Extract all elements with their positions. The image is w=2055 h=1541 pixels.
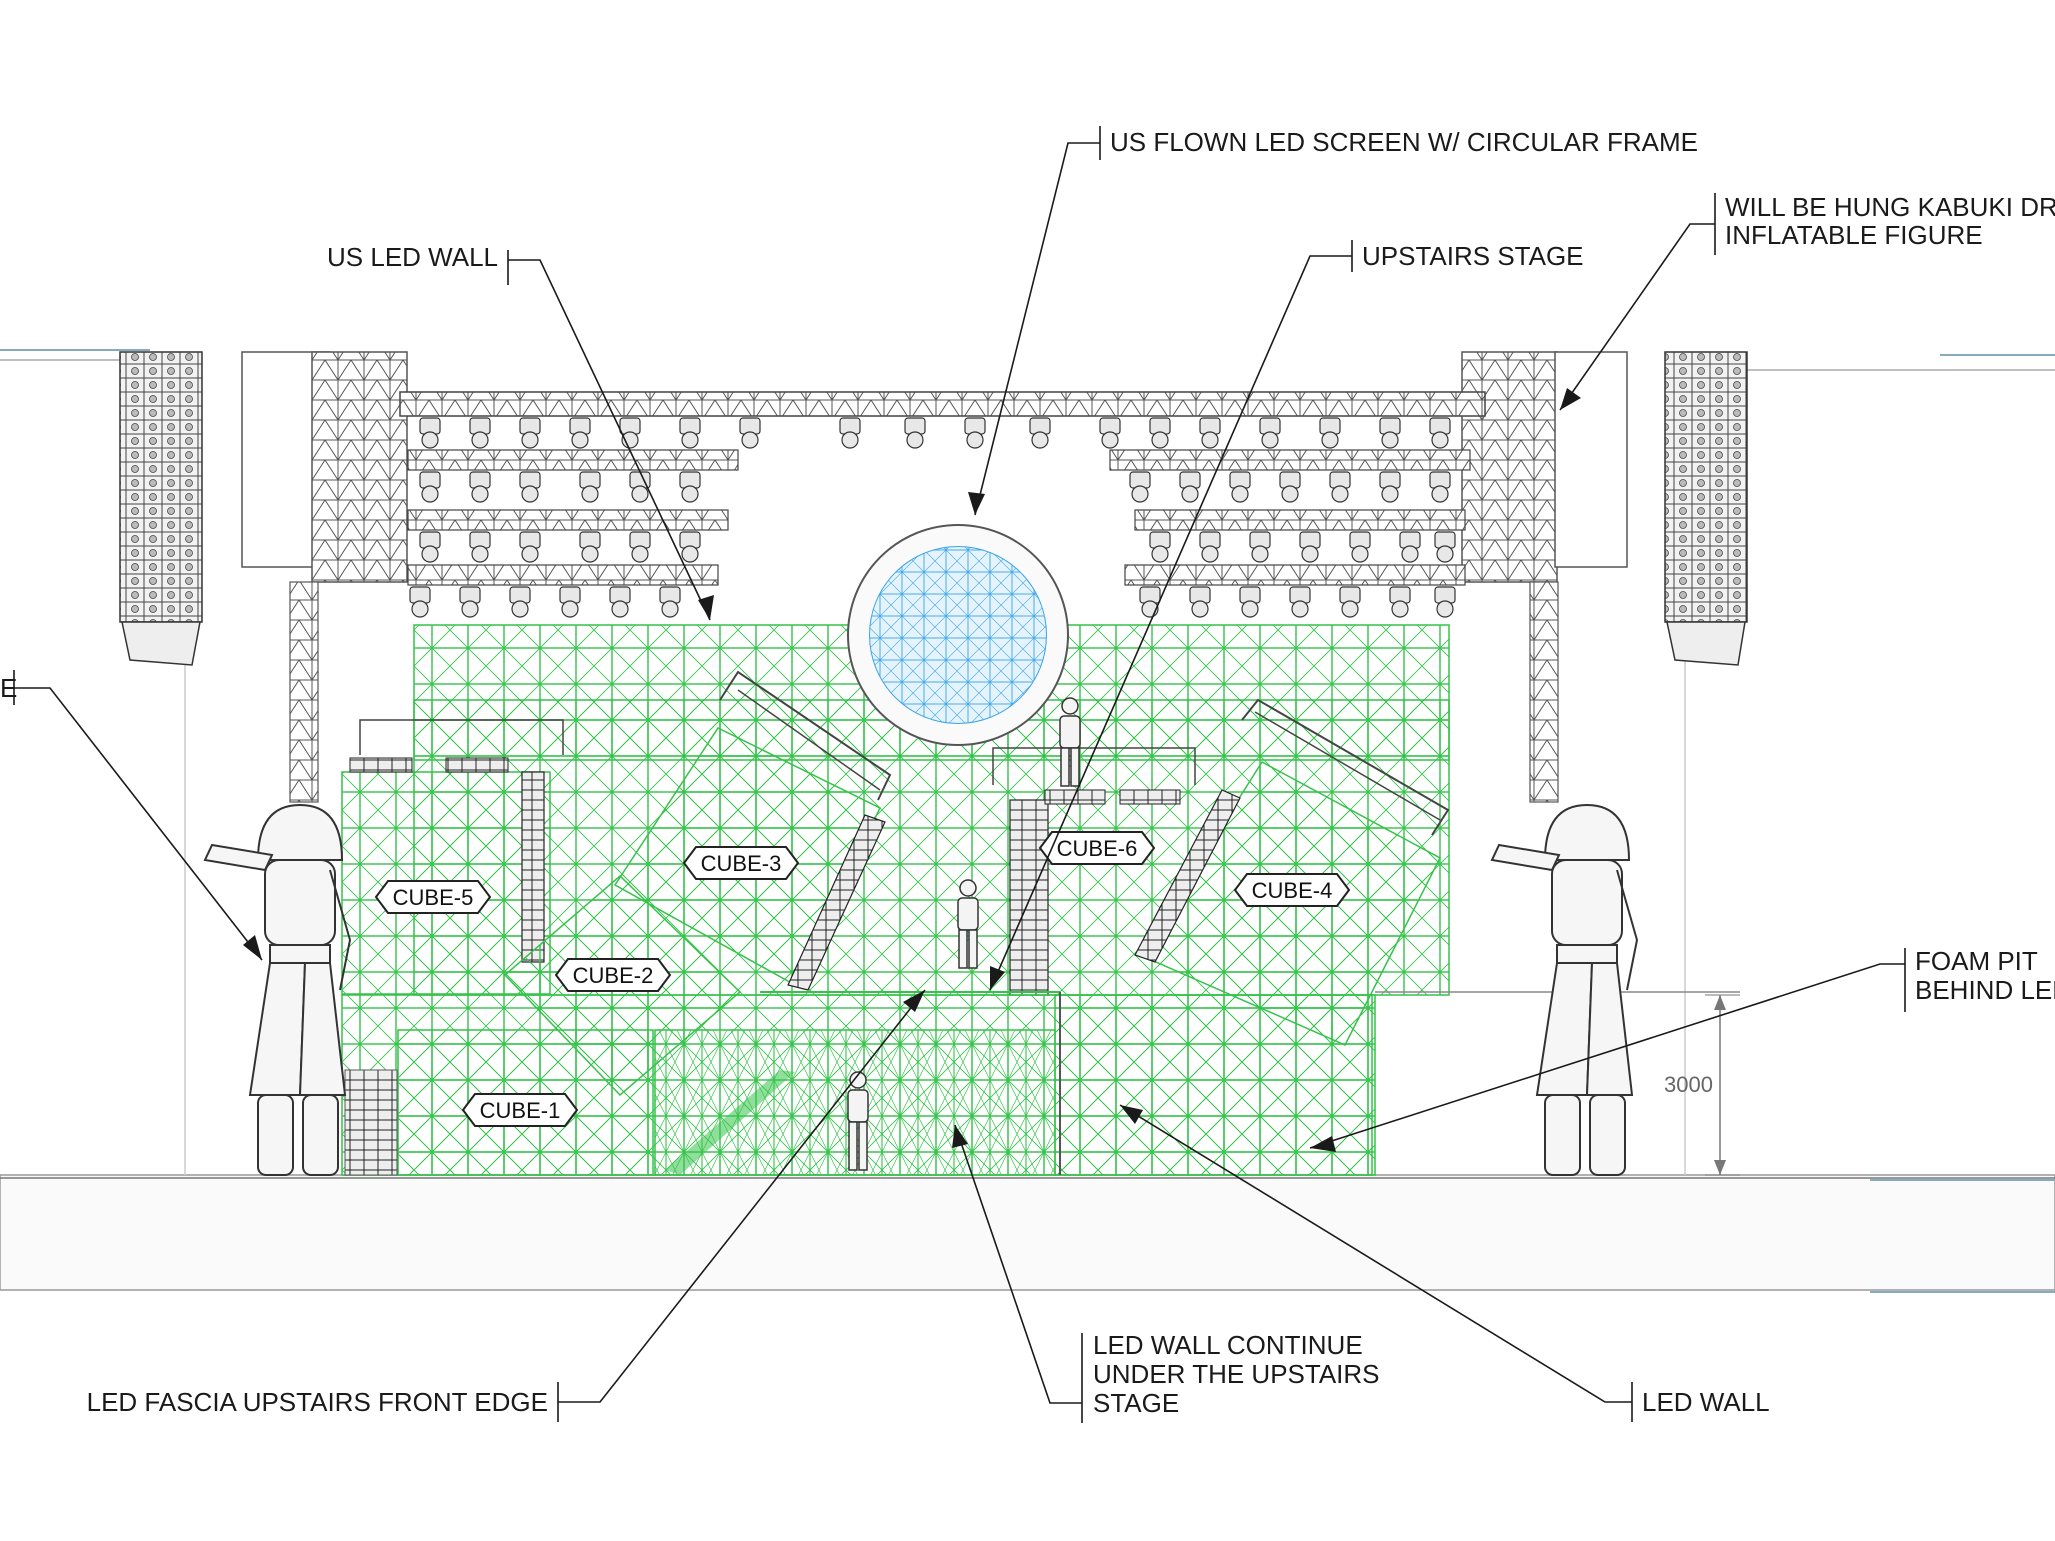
cube-6	[992, 747, 1196, 996]
light-fixture-lens	[1281, 485, 1299, 503]
cube-5-badge: CUBE-5	[374, 880, 492, 914]
floor-lines	[0, 349, 2055, 1293]
callout-us-led-wall: US LED WALL	[327, 242, 498, 272]
light-fixture-lens	[661, 600, 679, 618]
light-fixture-lens	[1331, 485, 1349, 503]
speaker-array-right	[1461, 351, 1748, 666]
cube-2-badge: CUBE-2	[554, 958, 672, 992]
light-fixture-lens	[521, 431, 539, 449]
cube-5-label: CUBE-5	[393, 885, 474, 910]
leader-arrowheads	[243, 388, 1581, 1152]
light-fixture-lens	[631, 545, 649, 563]
light-fixture-lens	[1431, 431, 1449, 449]
led-wall-lower	[341, 991, 1740, 1176]
callout-led-continue-line2: UNDER THE UPSTAIRS	[1093, 1359, 1380, 1389]
light-fixture-lens	[1031, 431, 1049, 449]
light-fixture-lens	[1436, 545, 1454, 563]
inflatable-figure-right	[1490, 803, 1639, 1176]
light-fixture-lens	[471, 431, 489, 449]
height-dimension: 3000	[1664, 994, 1740, 1176]
light-fixture-lens	[611, 600, 629, 618]
cube-6-badge: CUBE-6	[1038, 831, 1156, 865]
light-fixture-lens	[906, 431, 924, 449]
cube-1-label: CUBE-1	[480, 1098, 561, 1123]
callout-led-fascia: LED FASCIA UPSTAIRS FRONT EDGE	[87, 1387, 548, 1417]
cube-1-badge: CUBE-1	[461, 1093, 579, 1127]
light-fixture-lens	[521, 545, 539, 563]
light-fixture-lens	[411, 600, 429, 618]
light-fixture-lens	[571, 431, 589, 449]
light-fixture-lens	[1231, 485, 1249, 503]
light-fixture-lens	[421, 431, 439, 449]
cube-4-badge: CUBE-4	[1233, 873, 1351, 907]
light-fixture-lens	[511, 600, 529, 618]
light-fixture-lens	[1291, 600, 1309, 618]
light-fixture-lens	[1241, 600, 1259, 618]
cube-4-label: CUBE-4	[1252, 878, 1333, 903]
light-fixture-lens	[1391, 600, 1409, 618]
callout-led-wall: LED WALL	[1642, 1387, 1770, 1417]
callout-led-continue-line1: LED WALL CONTINUE	[1093, 1330, 1363, 1360]
light-fixture-lens	[471, 545, 489, 563]
light-fixture-lens	[741, 431, 759, 449]
light-fixture-lens	[561, 600, 579, 618]
light-fixture-lens	[1251, 545, 1269, 563]
light-fixture-lens	[421, 485, 439, 503]
light-fixture-lens	[1431, 485, 1449, 503]
leader-lines	[13, 126, 1906, 1423]
light-fixture-lens	[471, 485, 489, 503]
light-fixture-lens	[461, 600, 479, 618]
callout-upstairs-stage: UPSTAIRS STAGE	[1362, 241, 1584, 271]
light-fixture-lens	[681, 485, 699, 503]
cube-3-badge: CUBE-3	[682, 846, 800, 880]
light-fixture-lens	[1321, 431, 1339, 449]
cube-labels: CUBE-1 CUBE-2 CUBE-3 CUBE-4 CUBE-5 CUBE-…	[374, 831, 1351, 1127]
callout-us-flown-led-screen: US FLOWN LED SCREEN W/ CIRCULAR FRAME	[1110, 127, 1698, 157]
light-fixture-lens	[1436, 600, 1454, 618]
light-fixture-lens	[1151, 431, 1169, 449]
callout-kabuki-line2: INFLATABLE FIGURE	[1725, 220, 1983, 250]
light-fixture-lens	[1301, 545, 1319, 563]
light-fixture-lens	[966, 431, 984, 449]
light-fixture-lens	[631, 485, 649, 503]
light-fixture-lens	[521, 485, 539, 503]
us-flown-led-screen	[847, 524, 1069, 746]
human-figures	[847, 697, 1081, 1171]
cube-6-label: CUBE-6	[1057, 836, 1138, 861]
light-fixture-lens	[581, 545, 599, 563]
light-fixture-lens	[1351, 545, 1369, 563]
light-fixture-lens	[1401, 545, 1419, 563]
light-fixture-lens	[1151, 545, 1169, 563]
light-fixture-lens	[1261, 431, 1279, 449]
side-truss-towers	[289, 581, 1559, 803]
callout-led-continue-line3: STAGE	[1093, 1388, 1179, 1418]
dimension-3000-label: 3000	[1664, 1072, 1713, 1097]
callout-left-cut: E	[0, 673, 17, 703]
light-fixture-lens	[681, 431, 699, 449]
light-fixture-lens	[1191, 600, 1209, 618]
light-fixture-lens	[621, 431, 639, 449]
light-fixture-lens	[1181, 485, 1199, 503]
light-fixture-lens	[581, 485, 599, 503]
light-fixture-lens	[1201, 431, 1219, 449]
light-fixture-lens	[421, 545, 439, 563]
light-fixture-lens	[1341, 600, 1359, 618]
cube-2-label: CUBE-2	[573, 963, 654, 988]
cube-3-label: CUBE-3	[701, 851, 782, 876]
lighting-truss-rig	[399, 391, 1486, 618]
speaker-array-left	[119, 351, 408, 666]
light-fixture-lens	[841, 431, 859, 449]
callout-kabuki-line1: WILL BE HUNG KABUKI DRA	[1725, 192, 2055, 222]
light-fixture-lens	[681, 545, 699, 563]
callout-labels: US FLOWN LED SCREEN W/ CIRCULAR FRAME WI…	[0, 127, 2055, 1418]
inflatable-figure-left	[203, 803, 352, 1176]
light-fixture-lens	[1381, 485, 1399, 503]
light-fixture-lens	[1131, 485, 1149, 503]
light-fixture-lens	[1381, 431, 1399, 449]
light-fixture-lens	[1201, 545, 1219, 563]
light-fixture-lens	[1101, 431, 1119, 449]
callout-foam-line1: FOAM PIT	[1915, 946, 2038, 976]
callout-foam-line2: BEHIND LED	[1915, 975, 2055, 1005]
